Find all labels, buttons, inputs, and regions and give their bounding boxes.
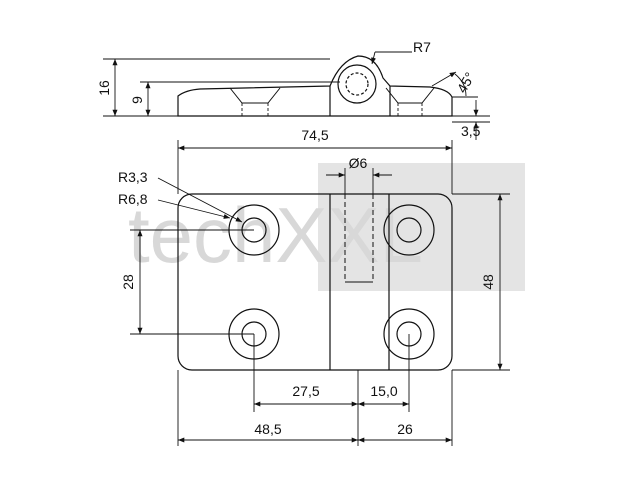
front-view xyxy=(177,193,453,371)
dim-hole-spacing-vertical: 28 xyxy=(120,274,136,290)
dim-hole-offset-right: 15,0 xyxy=(370,383,397,399)
front-view-outline xyxy=(177,193,453,371)
dim-height-total-front: 48 xyxy=(480,274,496,290)
side-view-outline xyxy=(177,55,453,117)
knuckle-pin-circle xyxy=(345,72,369,96)
knuckle-circle xyxy=(337,64,377,104)
dim-height-total-side: 16 xyxy=(96,80,112,96)
dim-chamfer-angle: 45° xyxy=(453,69,477,95)
dim-width-left: 48,5 xyxy=(254,421,281,437)
dim-hole-offset-left: 27,5 xyxy=(292,383,319,399)
hole-top-right xyxy=(383,204,435,256)
side-view xyxy=(177,55,453,117)
side-view-dimensions xyxy=(103,51,490,140)
dim-boss-radius: R6,8 xyxy=(118,191,148,207)
front-view-dimensions xyxy=(130,140,510,446)
dim-height-leaf: 9 xyxy=(129,96,145,104)
dim-pin-diameter: Ø6 xyxy=(349,155,368,171)
dim-hole-radius: R3,3 xyxy=(118,169,148,185)
watermark-text: techXXL xyxy=(128,191,423,279)
dim-thickness: 3,5 xyxy=(461,123,481,139)
dim-knuckle-radius: R7 xyxy=(413,39,431,55)
watermark: techXXL xyxy=(128,163,525,291)
dim-width-total: 74,5 xyxy=(301,127,328,143)
dim-width-right: 26 xyxy=(397,421,413,437)
